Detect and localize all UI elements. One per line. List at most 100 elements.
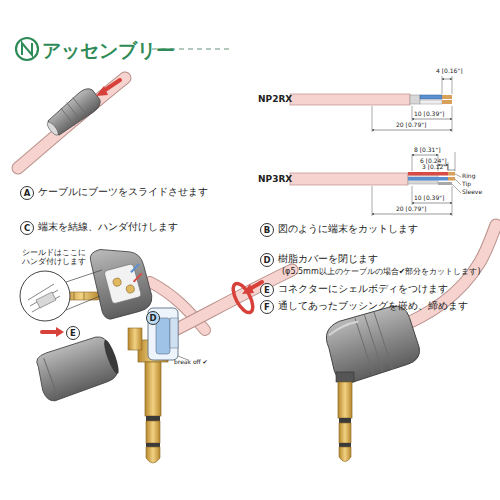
soldering-drawing — [129, 264, 140, 272]
step-letter: B — [264, 226, 270, 235]
step-letter: C — [24, 224, 30, 233]
boot-slide-drawing — [96, 86, 108, 96]
dimension: 3 [0.12"] — [422, 163, 449, 171]
step-marker: A — [20, 186, 34, 200]
shell-body-drawing — [42, 330, 58, 334]
resin-cover-drawing — [146, 416, 160, 421]
boot-slide-drawing — [60, 98, 87, 127]
step-text: 通してあったブッシングを嵌め、締めます — [278, 300, 468, 312]
wire-name: Ring — [462, 172, 475, 180]
assembled-plug-drawing — [339, 423, 351, 443]
boot-slide-drawing — [18, 78, 125, 168]
soldering-drawing — [28, 284, 60, 312]
np3rx-strip-drawing — [448, 170, 455, 171]
shell-body-drawing — [31, 327, 123, 404]
model-name: NP3RX — [258, 174, 292, 185]
np2rx-strip-drawing — [290, 94, 410, 105]
np3rx-strip-drawing — [455, 174, 461, 177]
shell-body-drawing — [31, 331, 123, 403]
dimension: 20 [0.79"] — [396, 121, 426, 129]
soldering-drawing — [132, 274, 143, 282]
step-marker: E — [260, 283, 274, 297]
dimension: 8 [0.31"] — [414, 146, 441, 154]
model-name: NP2RX — [258, 94, 292, 105]
np2rx-strip-drawing — [420, 95, 442, 99]
resin-cover-drawing — [175, 270, 292, 330]
dimension: 10 [0.39"] — [414, 194, 444, 202]
soldering-drawing — [87, 240, 155, 321]
resin-cover-drawing — [148, 308, 178, 360]
step-text: ケーブルにブーツをスライドさせます — [38, 186, 208, 198]
assembled-plug-drawing — [320, 300, 423, 386]
page-title: アッセンブリー — [42, 38, 175, 64]
np2rx-strip-drawing — [442, 100, 452, 104]
assembled-plug-drawing — [355, 312, 393, 375]
boot-slide-drawing — [18, 78, 125, 168]
assembled-plug-drawing — [339, 418, 351, 423]
np3rx-strip-drawing — [372, 186, 373, 216]
np2rx-strip-drawing — [442, 95, 452, 99]
resin-cover-drawing — [175, 270, 292, 330]
resin-cover-drawing — [242, 284, 254, 294]
np2rx-strip-drawing — [420, 100, 442, 104]
np3rx-strip-drawing — [408, 177, 448, 181]
step-marker: D — [260, 253, 274, 267]
soldering-drawing — [87, 240, 155, 321]
assembled-plug-drawing — [339, 447, 351, 462]
resin-cover-drawing — [145, 362, 161, 416]
dimension: 10 [0.39"] — [414, 110, 444, 118]
resin-cover-drawing — [146, 421, 160, 443]
boot-slide-drawing — [18, 78, 125, 168]
soldering-drawing — [84, 292, 85, 300]
soldering-drawing — [36, 292, 56, 308]
step-marker: F — [260, 300, 274, 314]
resin-cover-drawing — [170, 318, 178, 348]
np2rx-strip-drawing — [412, 119, 452, 120]
step-text: 図のように端末をカットします — [278, 223, 418, 235]
brand-logo — [16, 38, 38, 60]
np3rx-strip-drawing — [290, 173, 408, 185]
dimension: 4 [0.16"] — [436, 67, 463, 75]
resin-cover-drawing — [146, 443, 160, 447]
boot-slide-drawing — [45, 85, 104, 138]
step-marker: B — [260, 223, 274, 237]
np3rx-strip-drawing — [448, 177, 455, 181]
shell-body-drawing — [56, 327, 64, 337]
soldering-drawing — [74, 292, 75, 300]
shell-body-drawing — [44, 358, 58, 397]
dimension: 20 [0.79"] — [396, 205, 426, 213]
soldering-drawing — [66, 270, 102, 282]
np2rx-strip-drawing — [442, 79, 452, 80]
callout-note: シールドはここに ハンダ付けします — [22, 248, 94, 267]
np3rx-strip-drawing — [412, 154, 413, 171]
shell-body-drawing — [101, 339, 121, 376]
step-marker: D — [146, 311, 160, 325]
assembled-plug-drawing — [338, 382, 352, 418]
brand-logo — [22, 43, 32, 55]
soldering-drawing — [104, 263, 142, 304]
boot-slide-drawing — [43, 85, 103, 140]
soldering-drawing — [20, 271, 70, 321]
assembled-plug-drawing — [328, 321, 360, 335]
np3rx-strip-drawing — [455, 179, 461, 185]
np3rx-strip-drawing — [408, 172, 448, 176]
step-letter: E — [264, 286, 270, 295]
step-letter: A — [24, 189, 31, 198]
wire-name: Tip — [462, 180, 471, 188]
step-text: コネクターにシェルボディをつけます — [278, 283, 448, 295]
assembled-plug-drawing — [339, 443, 351, 447]
step-marker: C — [20, 221, 34, 235]
wire-name: Sleeve — [462, 188, 482, 196]
resin-cover-drawing — [128, 328, 142, 350]
np3rx-strip-drawing — [452, 186, 453, 216]
soldering-drawing — [125, 284, 135, 294]
np3rx-strip-drawing — [448, 172, 455, 176]
soldering-drawing — [66, 296, 100, 310]
resin-cover-drawing — [146, 447, 160, 463]
soldering-drawing — [112, 277, 122, 287]
step-letter: E — [70, 329, 76, 338]
np3rx-strip-drawing — [290, 152, 461, 216]
step-letter: D — [263, 256, 270, 265]
step-text: 端末を結線、ハンダ付けします — [38, 221, 178, 233]
